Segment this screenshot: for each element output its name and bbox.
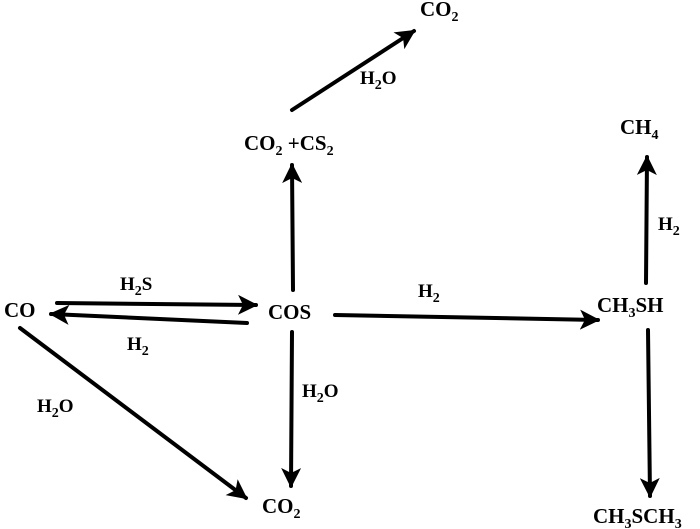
arrow-cos-to-co2 [281, 330, 302, 488]
reagent-h2o-top: H2O [360, 68, 397, 93]
reagent-h2s: H2S [120, 274, 152, 299]
node-co: CO [4, 298, 36, 322]
reagent-h2-cos-to-ch3sh: H2 [418, 281, 440, 306]
node-ch3sch3: CH3SCH3 [593, 504, 682, 529]
arrow-cos-to-ch3sh [333, 309, 600, 330]
arrow-cos-to-co [49, 304, 249, 325]
reagent-h2-reverse: H2 [127, 334, 149, 359]
arrow-co-to-cos [55, 294, 258, 315]
node-cos: COS [268, 300, 311, 324]
node-co2-bottom: CO2 [262, 494, 301, 522]
arrow-ch3sh-to-ch4 [636, 155, 657, 285]
arrow-ch3sh-to-ch3sch3 [639, 328, 660, 498]
reagent-h2-ch3sh-to-ch4: H2 [658, 214, 680, 239]
node-co2-top: CO2 [420, 0, 459, 25]
reagent-h2o-co-to-co2: H2O [37, 396, 74, 421]
reagent-h2o-cos-to-co2: H2O [302, 381, 339, 406]
arrow-co2-cs2-to-co2 [290, 29, 416, 112]
node-co2-plus-cs2: CO2 +CS2 [244, 131, 334, 159]
arrow-co-to-co2 [18, 326, 248, 500]
node-ch4: CH4 [620, 115, 659, 143]
node-ch3sh: CH3SH [597, 293, 664, 321]
arrow-cos-to-co2-cs2 [282, 163, 303, 292]
